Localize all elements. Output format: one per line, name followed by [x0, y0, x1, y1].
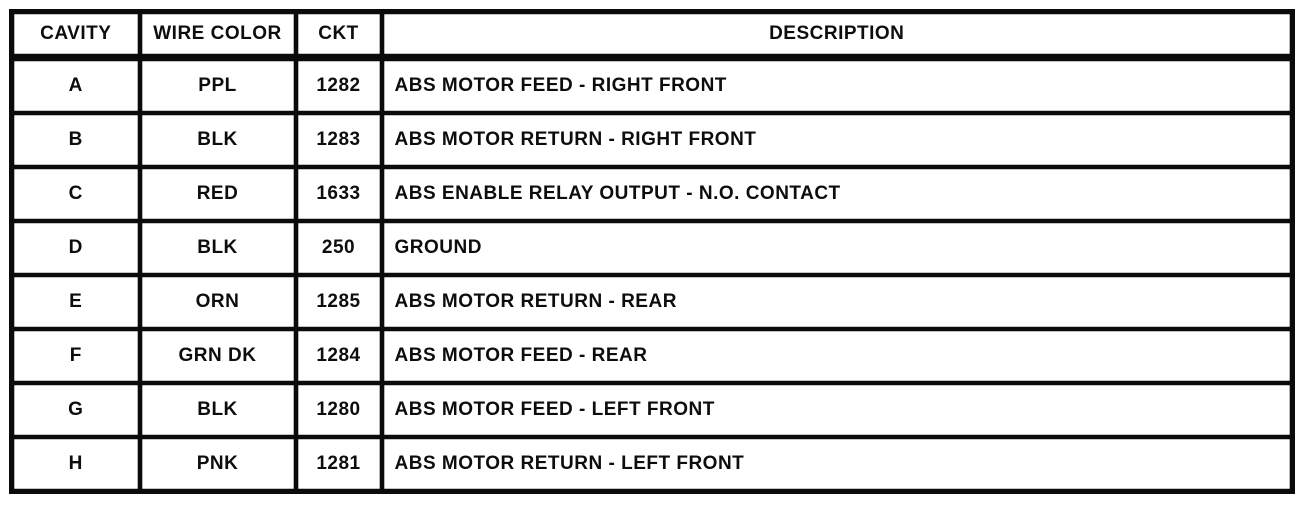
ckt-cell: 1284	[293, 327, 384, 385]
ckt-cell: 1285	[293, 273, 384, 331]
table-row: E ORN 1285 ABS MOTOR RETURN - REAR	[9, 273, 1295, 331]
cavity-cell: D	[9, 219, 142, 277]
ckt-cell: 1283	[293, 111, 384, 169]
cavity-cell: H	[9, 435, 142, 494]
description-cell: ABS ENABLE RELAY OUTPUT - N.O. CONTACT	[379, 165, 1295, 223]
table-row: C RED 1633 ABS ENABLE RELAY OUTPUT - N.O…	[9, 165, 1295, 223]
ckt-cell: 1633	[293, 165, 384, 223]
cavity-cell: G	[9, 381, 142, 439]
ckt-cell: 1280	[293, 381, 384, 439]
wire-color-cell: RED	[137, 165, 298, 223]
wire-color-cell: GRN DK	[137, 327, 298, 385]
description-cell: ABS MOTOR FEED - LEFT FRONT	[379, 381, 1295, 439]
cavity-cell: A	[9, 55, 142, 115]
wire-color-cell: ORN	[137, 273, 298, 331]
description-cell: ABS MOTOR FEED - RIGHT FRONT	[379, 55, 1295, 115]
ckt-cell: 1282	[293, 55, 384, 115]
column-header-description: DESCRIPTION	[379, 9, 1295, 61]
wire-color-cell: BLK	[137, 381, 298, 439]
description-cell: ABS MOTOR RETURN - REAR	[379, 273, 1295, 331]
wire-color-cell: BLK	[137, 111, 298, 169]
wire-color-cell: PPL	[137, 55, 298, 115]
cavity-cell: C	[9, 165, 142, 223]
description-cell: ABS MOTOR RETURN - RIGHT FRONT	[379, 111, 1295, 169]
cavity-cell: B	[9, 111, 142, 169]
description-cell: GROUND	[379, 219, 1295, 277]
ckt-cell: 1281	[293, 435, 384, 494]
table-row: F GRN DK 1284 ABS MOTOR FEED - REAR	[9, 327, 1295, 385]
table-row: B BLK 1283 ABS MOTOR RETURN - RIGHT FRON…	[9, 111, 1295, 169]
table-row: G BLK 1280 ABS MOTOR FEED - LEFT FRONT	[9, 381, 1295, 439]
table-row: D BLK 250 GROUND	[9, 219, 1295, 277]
column-header-wire-color: WIRE COLOR	[137, 9, 298, 61]
wire-color-cell: BLK	[137, 219, 298, 277]
connector-pinout-table: CAVITY WIRE COLOR CKT DESCRIPTION A PPL …	[9, 9, 1295, 494]
ckt-cell: 250	[293, 219, 384, 277]
wire-color-cell: PNK	[137, 435, 298, 494]
cavity-cell: E	[9, 273, 142, 331]
table-row: H PNK 1281 ABS MOTOR RETURN - LEFT FRONT	[9, 435, 1295, 494]
column-header-cavity: CAVITY	[9, 9, 142, 61]
table-row: A PPL 1282 ABS MOTOR FEED - RIGHT FRONT	[9, 55, 1295, 115]
description-cell: ABS MOTOR RETURN - LEFT FRONT	[379, 435, 1295, 494]
description-cell: ABS MOTOR FEED - REAR	[379, 327, 1295, 385]
column-header-ckt: CKT	[293, 9, 384, 61]
cavity-cell: F	[9, 327, 142, 385]
table-header-row: CAVITY WIRE COLOR CKT DESCRIPTION	[9, 9, 1295, 61]
